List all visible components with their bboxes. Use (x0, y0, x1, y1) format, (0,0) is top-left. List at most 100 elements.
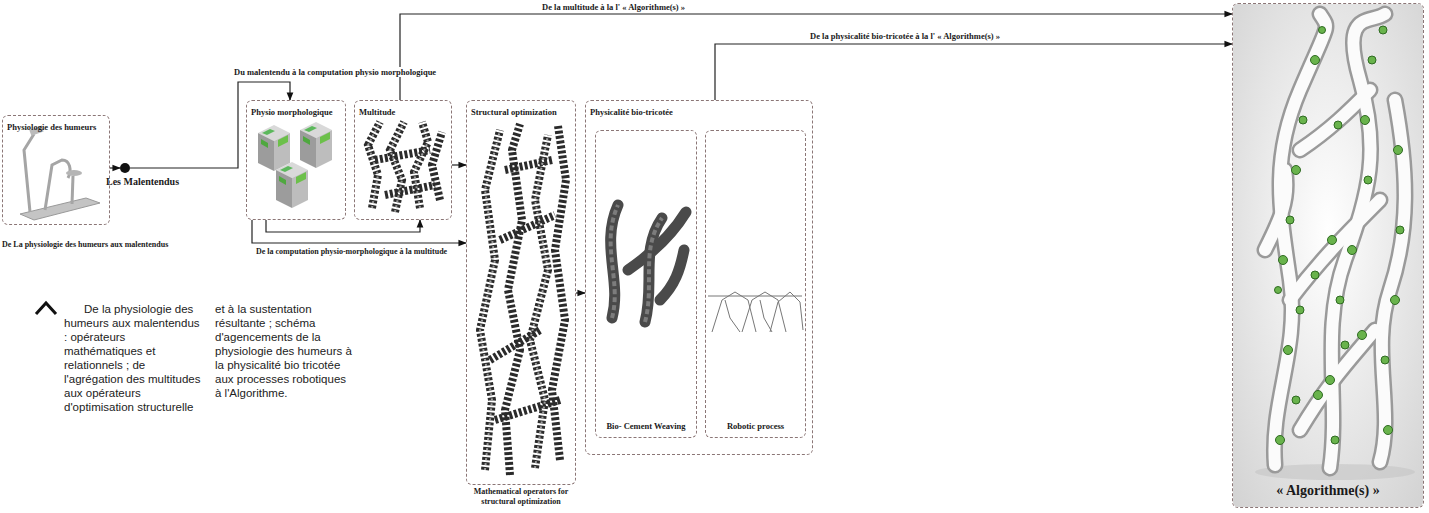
algorithm-tower (1358, 331, 1367, 340)
algorithm-tower (1331, 436, 1339, 444)
dashed-box: Structural optimizationMathematical oper… (466, 100, 576, 485)
box-heading: Physicalité bio-tricotée (586, 104, 677, 117)
structure-figure (500, 215, 555, 240)
structure-figure (480, 130, 548, 470)
multitude-figure (432, 132, 442, 200)
multitude-figure (368, 122, 442, 212)
connector-arrow (715, 44, 1232, 100)
algorithm-tower (1326, 376, 1335, 385)
algorithm-tower (1311, 56, 1320, 65)
structure-figure (505, 160, 552, 170)
junction-label: Les Malentendus (106, 176, 179, 188)
group-box: Physicalité bio-tricotéeBio- Cement Weav… (585, 100, 813, 455)
structure-figure (505, 124, 522, 475)
lamp-figure (24, 134, 34, 212)
box-heading: Multitude (355, 104, 399, 117)
multitude-figure (368, 122, 442, 212)
algorithm-tower (1286, 216, 1294, 224)
algorithm-tower (1296, 306, 1304, 314)
algorithm-tower (1314, 391, 1323, 400)
algorithm-tower (1275, 287, 1282, 294)
algorithm-tower (1292, 396, 1300, 404)
multitude-figure (390, 122, 404, 212)
dashed-box: Bio- Cement Weaving (595, 130, 697, 438)
algorithm-tower (1284, 346, 1293, 355)
algorithm-tower (1275, 26, 1405, 445)
box-heading: Physio morphologique (247, 104, 336, 117)
edge-label: De la physicalité bio-tricotée à la l' «… (808, 31, 1002, 41)
algorithm-tower (1334, 121, 1342, 129)
edge-label: De la computation physio-morphologique à… (254, 247, 449, 257)
structure-figure (480, 130, 500, 470)
structure-figure (480, 130, 500, 470)
algorithm-tower (1384, 426, 1393, 435)
bio-cement-figure (645, 218, 662, 322)
edge-label: Du malentendu à la computation physio mo… (232, 67, 438, 77)
cube-figure (258, 122, 332, 208)
algorithm-tower (1361, 116, 1370, 125)
algorithm-tower (1233, 4, 1423, 507)
structure-figure (495, 400, 560, 420)
algorithm-tower (1394, 146, 1403, 155)
connector-arrow (266, 220, 420, 232)
multitude-figure (390, 122, 404, 212)
algorithm-tower (1265, 14, 1405, 468)
caption-caret (36, 303, 56, 314)
multitude-figure (368, 122, 428, 212)
multitude-figure (368, 122, 380, 208)
structure-figure (530, 135, 548, 468)
algorithm-tower (1299, 116, 1307, 124)
algorithm-tower (1233, 4, 1423, 507)
bio-cement-figure (628, 212, 686, 270)
box-heading: Structural optimization (467, 104, 561, 117)
box-footer: Bio- Cement Weaving (606, 421, 685, 431)
robot-figure (760, 300, 772, 332)
algorithm-tower (1364, 176, 1372, 184)
cube-figure (300, 122, 332, 168)
bio-cement-figure (611, 205, 618, 318)
box-note: Mathematical operators for structural op… (467, 487, 575, 507)
algorithm-tower (1319, 27, 1326, 34)
box-footer: Robotic process (727, 421, 784, 431)
structure-figure (480, 124, 566, 475)
edge-label: De la multitude à la l' « Algorithme(s) … (540, 2, 687, 12)
figure-caption: De la physiologie des humeurs aux malent… (64, 302, 354, 414)
note-label: De La physiologie des humeurs aux malent… (2, 240, 168, 250)
algorithm-tower (1341, 341, 1349, 349)
dashed-box: Physio morphologique (246, 100, 346, 220)
structure-figure (490, 330, 540, 360)
algorithm-tower (1368, 56, 1376, 64)
algorithm-tower (1391, 296, 1400, 305)
algorithm-tower (1336, 296, 1344, 304)
structure-figure (552, 126, 566, 460)
algorithm-tower (1276, 436, 1285, 445)
robot-figure (708, 296, 802, 297)
connector-arrow (452, 164, 466, 165)
robot-figure (712, 292, 756, 332)
connector-arrow (576, 292, 585, 293)
algorithm-tower (1265, 14, 1405, 468)
structure-figure (530, 135, 548, 468)
connector-arrow (110, 167, 120, 168)
lamp-figure (20, 198, 100, 220)
caption-caret (36, 303, 56, 314)
robot-figure (742, 292, 786, 332)
algorithm-tower (1279, 256, 1288, 265)
connector-arrow (252, 220, 466, 243)
multitude-figure (414, 122, 428, 208)
robot-figure (708, 292, 803, 332)
bio-cement-figure (611, 205, 618, 318)
algorithm-tower (1379, 26, 1387, 34)
multitude-figure (414, 122, 428, 208)
result-box: « Algorithme(s) » (1232, 3, 1424, 508)
algorithm-tower (1381, 356, 1389, 364)
robot-figure (725, 300, 740, 332)
lamp-figure (66, 170, 82, 176)
dashed-box: Robotic process (705, 130, 806, 438)
connector-arrow (130, 82, 290, 168)
lamp-figure (72, 176, 73, 204)
algorithm-tower (1328, 236, 1337, 245)
